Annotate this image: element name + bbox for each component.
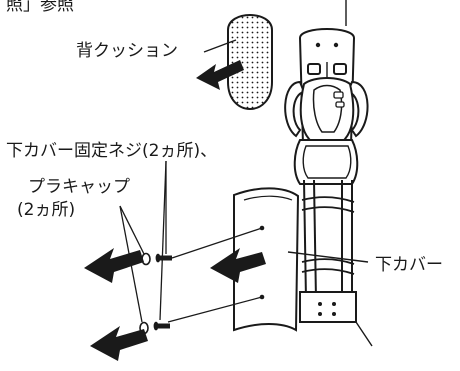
- screw-removal-arrow-upper: [84, 248, 144, 283]
- screw-leader-lines: [159, 160, 263, 323]
- lower-cover-leader-line: [287, 251, 369, 263]
- lower-cover-label: 下カバー: [375, 255, 443, 275]
- lower-cover-screws-label: 下カバー固定ネジ(2ヵ所)、: [6, 141, 218, 161]
- back-cushion-pad: [227, 14, 273, 110]
- cushion-leader-line: [203, 39, 237, 53]
- seat-shell: [284, 77, 369, 185]
- cushion-removal-arrow: [196, 60, 244, 90]
- bottom-leader-line: [355, 321, 373, 347]
- plastic-cap-count-label: (2ヵ所): [17, 200, 76, 220]
- support-frame: [299, 179, 357, 323]
- cover-removal-arrow: [210, 248, 266, 283]
- upper-screw-and-cap: [141, 252, 172, 266]
- lower-cover-panel: [233, 187, 300, 332]
- screw-removal-arrow-lower: [90, 326, 148, 361]
- reference-text-fragment: 照」参照: [6, 0, 74, 15]
- back-cushion-label: 背クッション: [76, 41, 178, 61]
- plastic-cap-label: プラキャップ: [28, 177, 130, 197]
